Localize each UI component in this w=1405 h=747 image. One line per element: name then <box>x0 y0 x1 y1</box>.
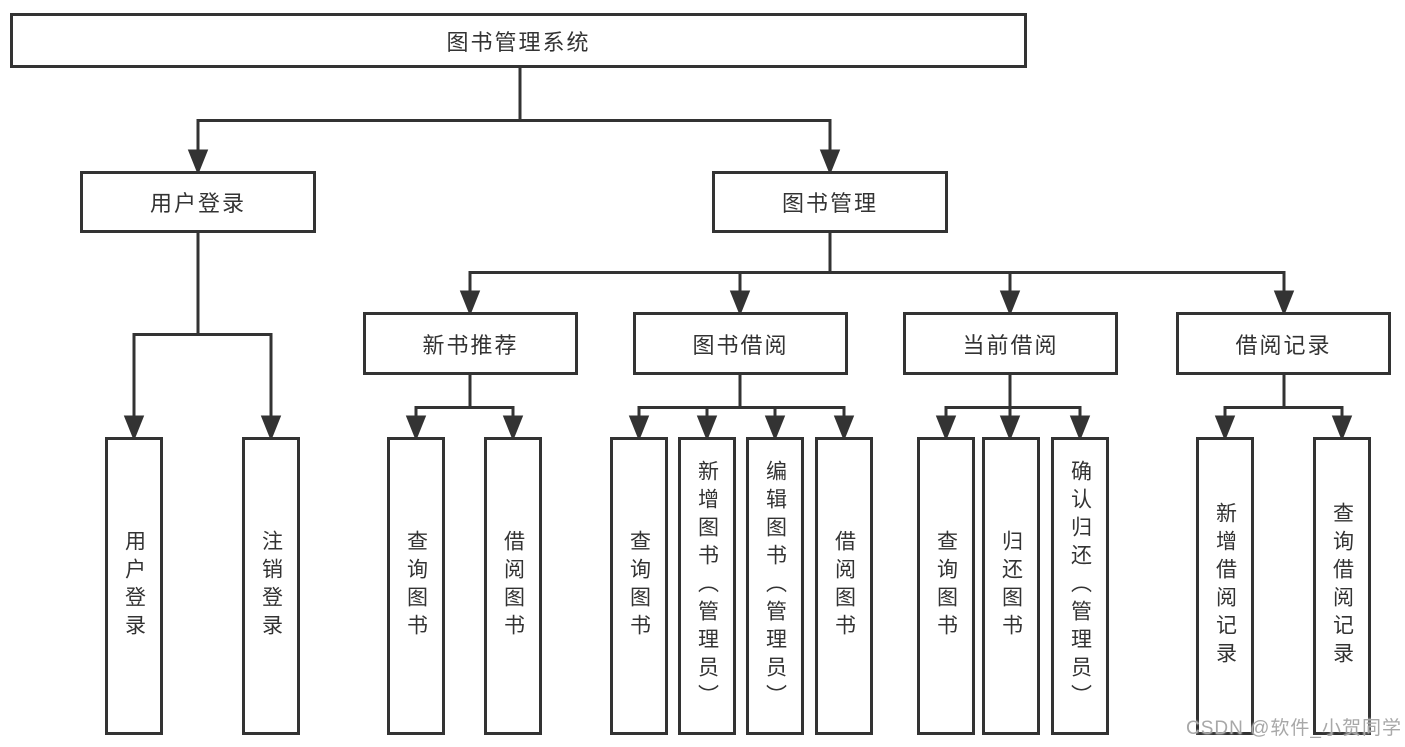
leaf-add-book-admin: 新增图书（管理员） <box>678 437 736 735</box>
leaf-borrow-book-2-label: 借阅图书 <box>832 530 856 642</box>
arrowhead <box>696 415 718 442</box>
leaf-borrow-book-1: 借阅图书 <box>484 437 542 735</box>
node-current-borrow: 当前借阅 <box>903 312 1118 375</box>
connector-root-to-level2 <box>187 68 841 176</box>
connector-current-borrow-to-leaves <box>935 375 1091 442</box>
node-book-management: 图书管理 <box>712 171 948 233</box>
node-book-borrow-label: 图书借阅 <box>692 332 789 358</box>
arrowhead <box>1069 415 1091 442</box>
arrowhead <box>260 415 282 442</box>
arrowhead <box>1214 415 1236 442</box>
leaf-query-book-3-label: 查询图书 <box>934 530 958 642</box>
leaf-return-book-label: 归还图书 <box>999 530 1023 642</box>
leaf-borrow-book-1-label: 借阅图书 <box>501 530 525 642</box>
leaf-edit-book-admin: 编辑图书（管理员） <box>746 437 804 735</box>
node-new-book-recommend: 新书推荐 <box>363 312 578 375</box>
leaf-return-book: 归还图书 <box>982 437 1040 735</box>
node-borrow-record: 借阅记录 <box>1176 312 1391 375</box>
arrowhead <box>1273 290 1295 317</box>
arrowhead <box>999 290 1021 317</box>
leaf-add-borrow-record-label: 新增借阅记录 <box>1213 502 1237 670</box>
node-book-borrow: 图书借阅 <box>633 312 848 375</box>
arrowhead <box>628 415 650 442</box>
connector-book-borrow-to-leaves <box>628 375 855 442</box>
arrowhead <box>405 415 427 442</box>
connector-book-management-to-level3 <box>459 233 1295 317</box>
arrowhead <box>502 415 524 442</box>
arrowhead <box>1331 415 1353 442</box>
leaf-query-book-3: 查询图书 <box>917 437 975 735</box>
leaf-user-login-label: 用户登录 <box>122 530 146 642</box>
connector-borrow-record-to-leaves <box>1214 375 1353 442</box>
node-root: 图书管理系统 <box>10 13 1027 68</box>
leaf-logout-label: 注销登录 <box>259 530 283 642</box>
arrowhead <box>459 290 481 317</box>
arrowhead <box>819 149 841 176</box>
leaf-query-book-1-label: 查询图书 <box>404 530 428 642</box>
leaf-query-book-2: 查询图书 <box>610 437 668 735</box>
arrowhead <box>999 415 1021 442</box>
leaf-add-book-admin-label: 新增图书（管理员） <box>695 460 719 712</box>
leaf-query-borrow-record-label: 查询借阅记录 <box>1330 502 1354 670</box>
node-new-book-recommend-label: 新书推荐 <box>422 332 519 358</box>
csdn-watermark: CSDN @软件_小贺同学 <box>1186 718 1402 739</box>
leaf-query-book-1: 查询图书 <box>387 437 445 735</box>
arrowhead <box>729 290 751 317</box>
node-current-borrow-label: 当前借阅 <box>962 332 1059 358</box>
node-root-label: 图书管理系统 <box>446 29 591 55</box>
leaf-confirm-return-admin-label: 确认归还（管理员） <box>1068 460 1092 712</box>
connector-new-book-to-leaves <box>405 375 524 442</box>
leaf-add-borrow-record: 新增借阅记录 <box>1196 437 1254 735</box>
leaf-logout: 注销登录 <box>242 437 300 735</box>
leaf-query-book-2-label: 查询图书 <box>627 530 651 642</box>
arrowhead <box>764 415 786 442</box>
node-user-login-label: 用户登录 <box>149 191 246 216</box>
leaf-edit-book-admin-label: 编辑图书（管理员） <box>763 460 787 712</box>
node-book-management-label: 图书管理 <box>781 191 878 216</box>
connector-user-login-to-leaves <box>123 233 282 442</box>
leaf-borrow-book-2: 借阅图书 <box>815 437 873 735</box>
arrowhead <box>833 415 855 442</box>
leaf-confirm-return-admin: 确认归还（管理员） <box>1051 437 1109 735</box>
leaf-query-borrow-record: 查询借阅记录 <box>1313 437 1371 735</box>
arrowhead <box>187 149 209 176</box>
node-borrow-record-label: 借阅记录 <box>1235 332 1332 358</box>
arrowhead <box>123 415 145 442</box>
arrowhead <box>935 415 957 442</box>
node-user-login: 用户登录 <box>80 171 316 233</box>
leaf-user-login: 用户登录 <box>105 437 163 735</box>
